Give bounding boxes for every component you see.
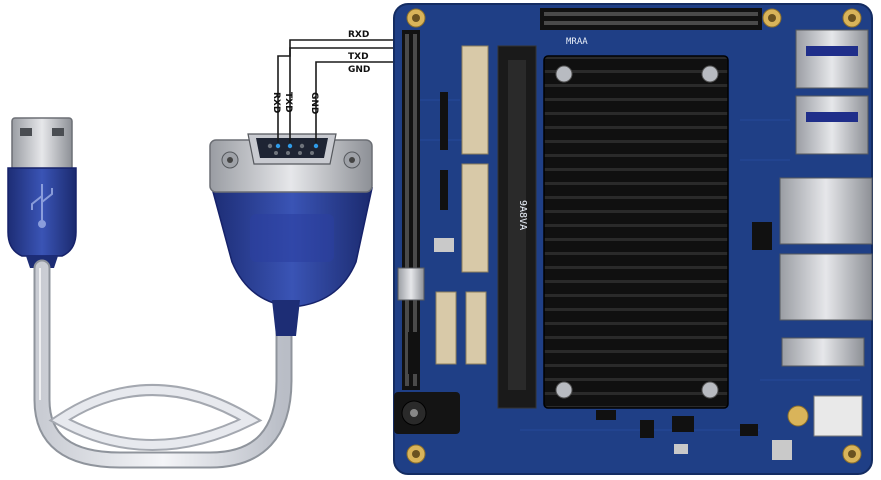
heatsink (543, 55, 729, 409)
serial-cable (33, 259, 293, 469)
fpc-connectors (435, 45, 489, 365)
micro-usb-port (397, 267, 425, 301)
ethernet-jacks (779, 177, 873, 321)
label-gnd-vertical: GND (309, 92, 319, 114)
wiring (277, 39, 402, 143)
mraa-silkscreen: MRAA (566, 37, 588, 47)
usb3-ports (795, 29, 869, 155)
db9-pins (267, 143, 319, 155)
smd-components (408, 92, 772, 438)
usb-logo-icon (31, 184, 53, 228)
label-txd-top: TXD (348, 52, 369, 62)
display-connector (781, 337, 865, 367)
usb-a-connector (7, 117, 77, 268)
heatsink-screws (555, 65, 719, 399)
audio-jack (813, 395, 863, 437)
label-txd-vertical: TXD (283, 92, 293, 113)
txd-wire-path (289, 47, 402, 143)
memory-slot: 9A8VA (497, 45, 537, 409)
gpio-header-top (540, 8, 762, 30)
label-rxd-vertical: RXD (271, 92, 281, 113)
gnd-wire-path (315, 61, 402, 143)
development-board: MRAA 9A8VA (393, 3, 873, 475)
label-rxd-top: RXD (348, 30, 369, 40)
rxd-wire-path (277, 39, 402, 143)
db9-connector (209, 133, 373, 336)
dc-power-jack (394, 392, 460, 434)
label-gnd-top: GND (348, 65, 370, 75)
slot-silkscreen: 9A8VA (517, 200, 528, 230)
